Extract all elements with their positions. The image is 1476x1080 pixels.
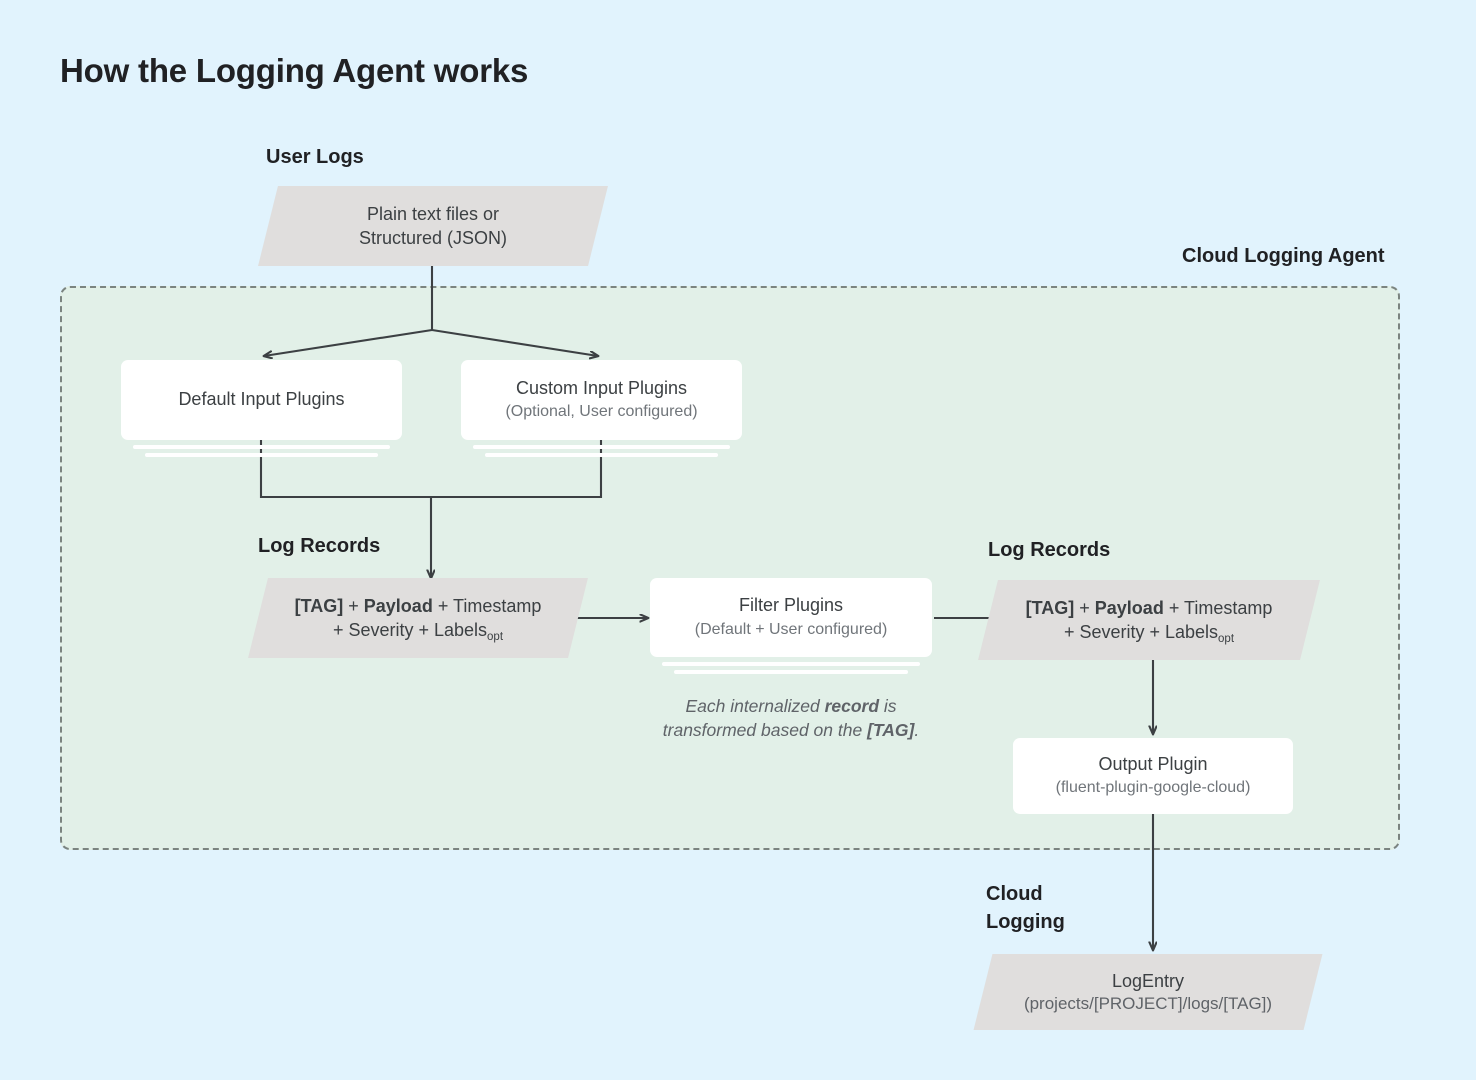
label-log-records-right: Log Records — [988, 539, 1111, 561]
log-record-left-payload: Payload — [363, 595, 433, 616]
log-record-left-timestamp: Timestamp — [453, 595, 542, 616]
output-plugin-title: Output Plugin — [1098, 753, 1208, 774]
custom-input-plugins-stack-sheet-1 — [473, 445, 730, 449]
node-log-record-right: [TAG] + Payload + Timestamp + Severity +… — [978, 580, 1320, 660]
node-log-record-left: [TAG] + Payload + Timestamp + Severity +… — [248, 578, 588, 658]
default-input-plugins-title: Default Input Plugins — [178, 389, 345, 410]
annotation-part-2: is — [879, 696, 897, 716]
node-custom-input-plugins[interactable]: Custom Input Plugins (Optional, User con… — [461, 360, 742, 440]
node-log-record-right-text: [TAG] + Payload + Timestamp + Severity +… — [988, 596, 1310, 645]
page-title: How the Logging Agent works — [60, 52, 529, 89]
node-output-plugin[interactable]: Output Plugin (fluent-plugin-google-clou… — [1013, 738, 1293, 814]
log-record-right-payload: Payload — [1094, 597, 1164, 618]
filter-plugins-title: Filter Plugins — [738, 595, 844, 616]
filter-plugins-subtitle: (Default + User configured) — [694, 620, 888, 638]
log-record-left-subscript: opt — [487, 630, 504, 643]
node-default-input-plugins[interactable]: Default Input Plugins — [121, 360, 402, 440]
log-record-left-plus-1: + — [343, 595, 364, 616]
log-record-right-plus-1: + — [1074, 597, 1095, 618]
label-log-records-left: Log Records — [258, 535, 381, 557]
node-log-entry: LogEntry (projects/[PROJECT]/logs/[TAG]) — [973, 954, 1323, 1030]
log-record-right-subscript: opt — [1218, 632, 1235, 645]
label-cloud-logging-line2: Logging — [986, 911, 1065, 934]
custom-input-plugins-stack-sheet-2 — [485, 453, 718, 457]
annotation-part-3: transformed based on the — [662, 719, 868, 740]
log-entry-title: LogEntry — [1111, 970, 1185, 991]
log-record-left-plus-2: + — [432, 595, 454, 616]
node-user-logs-source: Plain text files or Structured (JSON) — [258, 186, 608, 266]
custom-input-plugins-subtitle: (Optional, User configured) — [505, 403, 698, 421]
label-user-logs: User Logs — [266, 146, 364, 168]
log-entry-subtitle: (projects/[PROJECT]/logs/[TAG]) — [1023, 993, 1273, 1013]
node-log-entry-text: LogEntry (projects/[PROJECT]/logs/[TAG]) — [983, 969, 1313, 1016]
node-filter-plugins[interactable]: Filter Plugins (Default + User configure… — [650, 578, 932, 657]
default-input-plugins-stack-sheet-2 — [145, 453, 378, 457]
custom-input-plugins-title: Custom Input Plugins — [515, 377, 688, 398]
filter-plugins-stack-sheet-2 — [674, 670, 908, 674]
log-record-right-timestamp: Timestamp — [1184, 597, 1273, 618]
annotation-bold-record: record — [824, 696, 880, 716]
log-record-right-line-2: + Severity + Labels — [1063, 622, 1219, 642]
annotation-bold-tag: [TAG] — [867, 719, 915, 740]
default-input-plugins-stack-sheet-1 — [133, 445, 390, 449]
source-line-1: Plain text files or — [366, 203, 500, 224]
annotation-part-1: Each internalized — [685, 696, 825, 716]
log-record-left-line-2: + Severity + Labels — [332, 620, 488, 640]
label-cloud-logging-agent: Cloud Logging Agent — [1182, 245, 1385, 267]
annotation-record-transform: Each internalized record is transformed b… — [640, 695, 942, 743]
annotation-part-4: . — [914, 719, 920, 740]
log-record-left-tag: [TAG] — [294, 595, 344, 616]
source-line-2: Structured (JSON) — [358, 228, 508, 248]
node-log-record-left-text: [TAG] + Payload + Timestamp + Severity +… — [258, 594, 578, 643]
log-record-right-plus-2: + — [1163, 597, 1185, 618]
node-user-logs-source-text: Plain text files or Structured (JSON) — [268, 202, 598, 250]
filter-plugins-stack-sheet-1 — [662, 662, 920, 666]
output-plugin-subtitle: (fluent-plugin-google-cloud) — [1055, 779, 1251, 797]
log-record-right-tag: [TAG] — [1025, 597, 1075, 618]
label-cloud-logging-line1: Cloud — [986, 883, 1043, 905]
